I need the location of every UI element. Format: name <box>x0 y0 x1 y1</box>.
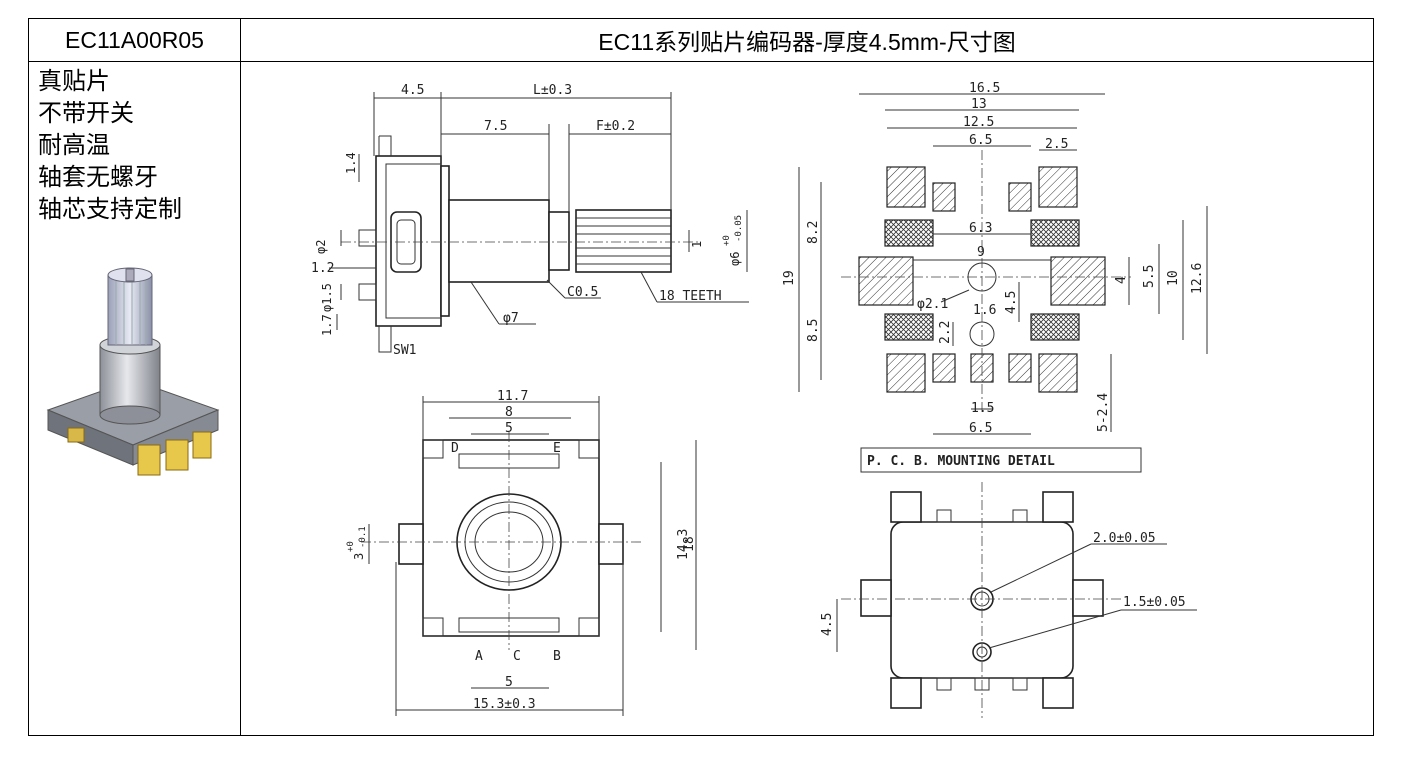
side-tol-phi6-plus: +0 <box>722 235 732 246</box>
pcb-dim-1-6: 1.6 <box>973 303 996 318</box>
pcb-dim-1-5: 1.5 <box>971 401 994 416</box>
top-label-c: C <box>513 649 521 664</box>
side-dim-phi2: φ2 <box>314 240 328 254</box>
side-view: 4.5 L±0.3 7.5 F±0.2 1.4 φ2 1.2 φ1.5 1.7 … <box>311 83 749 358</box>
pcb-dim-16-5: 16.5 <box>969 81 1000 96</box>
side-dim-phi1-5: φ1.5 <box>320 283 334 312</box>
feature-list: 真贴片 不带开关 耐高温 轴套无螺牙 轴芯支持定制 <box>38 66 182 226</box>
top-label-e: E <box>553 441 561 456</box>
top-dim-3: 3 <box>352 553 366 560</box>
pcb-dim-5-2-4: 5-2.4 <box>1096 393 1111 432</box>
feature-item: 不带开关 <box>38 100 134 127</box>
dimension-drawing: 4.5 L±0.3 7.5 F±0.2 1.4 φ2 1.2 φ1.5 1.7 … <box>311 81 1208 718</box>
pcb-dim-8-5: 8.5 <box>806 319 821 342</box>
pcb-dim-2-5: 2.5 <box>1045 137 1068 152</box>
pcb-dim-4-5: 4.5 <box>1004 291 1019 314</box>
pcb-dim-5-5: 5.5 <box>1142 265 1157 288</box>
pcb-dim-6-5-bottom: 6.5 <box>969 421 992 436</box>
pcb-dim-phi2-1: φ2.1 <box>917 297 948 312</box>
feature-item: 耐高温 <box>38 132 110 159</box>
encoder-photo <box>46 267 220 476</box>
top-dim-5-top: 5 <box>505 421 513 436</box>
side-dim-1-4: 1.4 <box>344 152 358 174</box>
side-tol-phi6-minus: -0.05 <box>734 215 744 242</box>
top-dim-11-7: 11.7 <box>497 389 528 404</box>
side-dim-4-5: 4.5 <box>401 83 424 98</box>
column-divider <box>240 18 241 736</box>
pcb-dim-19: 19 <box>782 270 797 286</box>
side-label-sw1: SW1 <box>393 343 416 358</box>
bottom-dim-4-5: 4.5 <box>820 613 835 636</box>
row-divider <box>28 61 1374 62</box>
pcb-dim-9: 9 <box>977 245 985 260</box>
top-view: 11.7 8 5 D E 3 +0 -0.1 14.3 18 A C B 5 1… <box>346 389 697 716</box>
top-tol-3-plus: +0 <box>346 541 356 552</box>
side-dim-7-5: 7.5 <box>484 119 507 134</box>
pcb-dim-2-2: 2.2 <box>938 321 953 344</box>
side-dim-l: L±0.3 <box>533 83 572 98</box>
pcb-dim-8-2: 8.2 <box>806 221 821 244</box>
bottom-dim-hole2: 1.5±0.05 <box>1123 595 1186 610</box>
side-label-teeth: 18 TEETH <box>659 289 722 304</box>
feature-item: 轴套无螺牙 <box>38 164 158 191</box>
pcb-dim-6-3: 6.3 <box>969 221 992 236</box>
side-dim-1-2: 1.2 <box>311 261 334 276</box>
top-label-b: B <box>553 649 561 664</box>
top-label-a: A <box>475 649 483 664</box>
feature-item: 轴芯支持定制 <box>38 196 182 223</box>
top-dim-14-3: 14.3 <box>676 529 691 560</box>
top-dim-18: 18 <box>682 536 697 552</box>
pcb-dim-12-6: 12.6 <box>1190 263 1205 294</box>
side-dim-phi7: φ7 <box>503 311 519 326</box>
pcb-dim-6-5-top: 6.5 <box>969 133 992 148</box>
pcb-mounting-label: P. C. B. MOUNTING DETAIL <box>867 454 1055 469</box>
pcb-dim-10: 10 <box>1166 270 1181 286</box>
model-number: EC11A00R05 <box>65 26 204 53</box>
bottom-view: 2.0±0.05 1.5±0.05 4.5 <box>820 482 1197 718</box>
feature-item: 真贴片 <box>38 68 110 95</box>
pcb-dim-13: 13 <box>971 97 987 112</box>
pcb-layout: 16.5 13 12.5 6.5 2.5 8.2 6.3 19 9 4 5.5 … <box>782 81 1208 473</box>
top-tol-3-minus: -0.1 <box>358 526 368 548</box>
side-dim-1-7: 1.7 <box>320 314 334 336</box>
side-dim-1: 1 <box>690 241 704 248</box>
drawing-title: EC11系列贴片编码器-厚度4.5mm-尺寸图 <box>598 29 1016 55</box>
top-dim-8: 8 <box>505 405 513 420</box>
table-frame <box>28 18 1374 736</box>
top-dim-15-3: 15.3±0.3 <box>473 697 536 712</box>
top-label-d: D <box>451 441 459 456</box>
side-dim-c0-5: C0.5 <box>567 285 598 300</box>
bottom-dim-hole1: 2.0±0.05 <box>1093 531 1156 546</box>
side-dim-f: F±0.2 <box>596 119 635 134</box>
top-dim-5-bottom: 5 <box>505 675 513 690</box>
pcb-dim-4: 4 <box>1114 276 1129 284</box>
side-dim-phi6: φ6 <box>728 252 742 266</box>
pcb-dim-12-5: 12.5 <box>963 115 994 130</box>
